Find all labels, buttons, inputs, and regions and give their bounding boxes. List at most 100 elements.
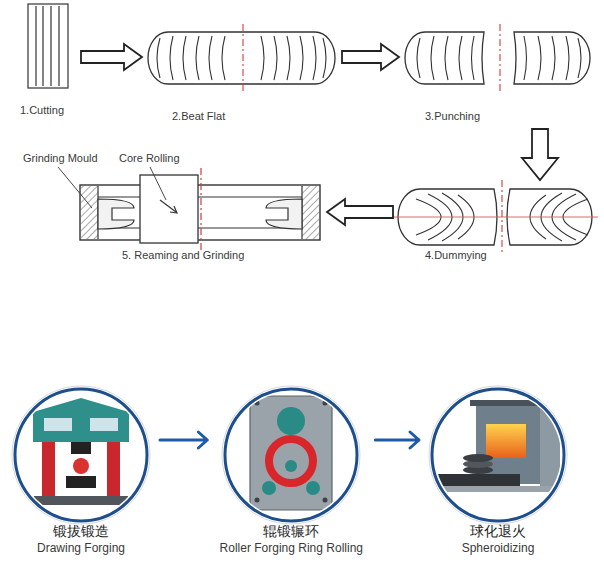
center-line xyxy=(242,24,243,92)
step-caption: 4.Dummying xyxy=(425,249,487,263)
grinding-assembly xyxy=(58,167,320,252)
punched-billet xyxy=(405,24,590,92)
core-roll-arrow xyxy=(170,206,177,213)
leader-line xyxy=(58,167,92,208)
flow-line xyxy=(170,36,173,80)
billet-half xyxy=(514,32,590,84)
grinding-mould xyxy=(80,185,320,240)
step-title: 球化退火 xyxy=(470,523,526,541)
process-step: 3.Punching xyxy=(402,26,594,126)
step-caption: Drawing Forging xyxy=(37,541,125,556)
step-caption: 1.Cutting xyxy=(20,104,64,118)
mould-hatch xyxy=(81,186,98,239)
flow-line xyxy=(274,36,277,80)
flow-line xyxy=(472,36,475,80)
flow-line xyxy=(445,36,448,80)
flow-line xyxy=(300,36,303,80)
process-step: 2.Beat Flat xyxy=(145,26,339,126)
bolt xyxy=(255,401,260,406)
furnace-rail xyxy=(470,400,550,406)
bolt xyxy=(323,498,328,503)
core-roll xyxy=(140,175,198,243)
flow-line xyxy=(566,36,569,80)
press-window xyxy=(44,418,72,431)
ring xyxy=(269,439,313,483)
process-step: 1.Cutting xyxy=(16,0,78,124)
flow-line xyxy=(552,36,555,80)
circle-halo xyxy=(429,386,567,524)
ring-profile xyxy=(266,199,302,229)
ring-blank xyxy=(392,180,598,252)
flow-line xyxy=(538,36,541,80)
forging-press-icon xyxy=(12,386,150,524)
center-line xyxy=(499,24,500,92)
step-caption: Roller Forging Ring Rolling xyxy=(220,541,363,556)
workpiece xyxy=(73,458,89,474)
billet-outline xyxy=(148,32,335,84)
block-arrow xyxy=(327,199,393,225)
step-caption: 5. Reaming and Grinding xyxy=(122,249,244,263)
ring-rolling-icon xyxy=(222,386,360,524)
billet-line xyxy=(42,6,43,86)
block-arrow xyxy=(81,44,142,70)
machine-frame xyxy=(250,396,332,510)
process-circle: 球化退火Spheroidizing xyxy=(427,385,569,563)
circle-halo xyxy=(12,386,150,524)
flattened-billet xyxy=(148,24,335,92)
ring-stack xyxy=(463,454,493,462)
ring-profile xyxy=(98,199,134,229)
annealing-furnace-icon xyxy=(429,386,567,524)
mould-bore xyxy=(98,227,302,228)
press-crown xyxy=(33,398,129,442)
icon-circle xyxy=(432,389,564,521)
flow-line xyxy=(459,36,462,80)
press-window xyxy=(90,418,118,431)
flow-line xyxy=(578,38,581,78)
press-base xyxy=(34,496,128,505)
furnace-side xyxy=(540,406,560,486)
flow-line xyxy=(313,36,316,80)
mould-hatch xyxy=(302,186,319,239)
furnace-cart xyxy=(436,474,520,486)
billet-line xyxy=(35,6,36,86)
bolt xyxy=(255,498,260,503)
press-column xyxy=(107,442,120,496)
guide-roll xyxy=(306,481,320,495)
process-step: 4.Dummying xyxy=(396,183,594,268)
flow-line xyxy=(524,36,527,80)
circle-halo xyxy=(222,386,360,524)
flow-line xyxy=(209,36,212,80)
bolt xyxy=(323,401,328,406)
core-roll-arrow xyxy=(160,200,176,212)
main-roll xyxy=(277,407,305,435)
step-title: 锻拔锻造 xyxy=(53,523,109,541)
center-line xyxy=(501,180,502,252)
flow-line xyxy=(417,38,420,78)
process-step: 5. Reaming and Grinding xyxy=(78,172,324,268)
billet-line xyxy=(50,6,51,86)
block-arrow xyxy=(342,44,399,70)
press-column xyxy=(42,442,55,496)
flow-line xyxy=(287,36,290,80)
icon-circle xyxy=(15,389,147,521)
leader-line xyxy=(150,167,166,200)
icon-circle xyxy=(225,389,357,521)
step-title: 辊锻辗环 xyxy=(263,523,319,541)
flow-arrow xyxy=(160,432,207,448)
block-arrow xyxy=(522,129,558,180)
part-label: Grinding Mould xyxy=(22,152,99,165)
part-label: Core Rolling xyxy=(118,152,181,165)
flow-line xyxy=(157,38,160,78)
billet-half xyxy=(405,32,484,84)
billet-line xyxy=(58,6,59,86)
flow-line xyxy=(222,36,225,80)
flow-line xyxy=(196,36,199,80)
flow-arrow xyxy=(375,432,419,448)
floor-rail xyxy=(436,486,566,492)
process-circle: 锻拔锻造Drawing Forging xyxy=(10,385,152,563)
axis-line xyxy=(392,217,598,218)
mandrel xyxy=(285,460,297,472)
